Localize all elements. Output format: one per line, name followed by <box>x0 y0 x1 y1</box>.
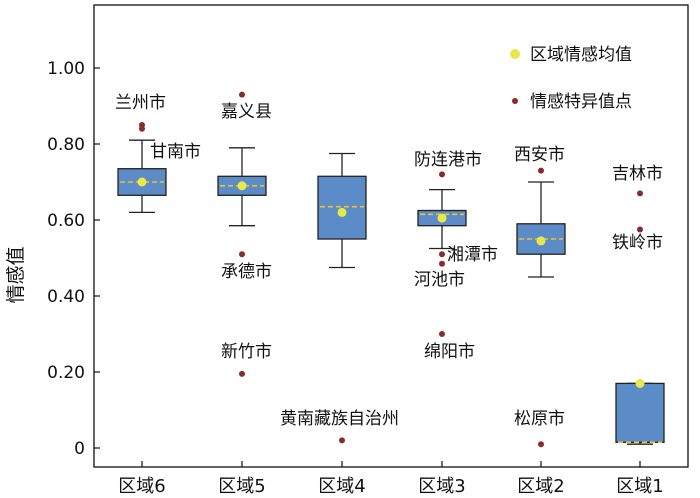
outlier-label: 防连港市 <box>414 150 482 170</box>
legend-outlier-label: 情感特异值点 <box>530 92 632 112</box>
outlier-label: 松原市 <box>514 409 565 429</box>
mean-marker <box>237 181 247 191</box>
outlier-label: 河池市 <box>414 270 465 290</box>
iqr-box <box>516 223 566 255</box>
outlier-label: 吉林市 <box>612 164 663 184</box>
outlier-label: 西安市 <box>514 145 565 165</box>
outlier-label: 绵阳市 <box>424 342 475 362</box>
outlier-label: 黄南藏族自治州 <box>280 409 399 429</box>
outlier-point <box>439 260 445 267</box>
legend-outlier-marker <box>512 98 518 104</box>
outlier-label: 嘉义县 <box>221 102 272 122</box>
plot-area-frame <box>93 4 689 468</box>
y-tick-label: 0.80 <box>47 135 85 155</box>
outlier-point <box>637 226 643 233</box>
outlier-point <box>637 190 643 197</box>
box-group <box>317 152 367 444</box>
outlier-label: 甘南市 <box>150 142 201 162</box>
outlier-point <box>139 125 145 132</box>
y-axis-label: 情感值 <box>5 246 27 303</box>
y-tick-label: 0.40 <box>47 287 85 307</box>
x-tick-label: 区域4 <box>318 476 365 497</box>
outlier-label: 兰州市 <box>115 93 166 113</box>
outlier-point <box>538 167 544 174</box>
outlier-label: 铁岭市 <box>612 233 663 253</box>
y-tick-label: 1.00 <box>47 59 85 79</box>
box-group <box>516 167 566 448</box>
mean-marker <box>137 177 147 187</box>
outlier-point <box>239 91 245 98</box>
x-tick-label: 区域3 <box>418 476 465 497</box>
outlier-label: 新竹市 <box>221 342 272 362</box>
y-tick-label: 0.60 <box>47 211 85 231</box>
outlier-point <box>538 441 544 448</box>
y-tick-label: 0 <box>74 439 85 459</box>
outlier-label: 湘潭市 <box>447 245 498 265</box>
outlier-point <box>439 171 445 178</box>
box-group <box>615 190 665 445</box>
outlier-point <box>439 331 445 337</box>
outlier-point <box>339 437 345 444</box>
mean-marker <box>635 378 645 388</box>
iqr-box <box>615 382 665 443</box>
outlier-point <box>439 251 445 258</box>
outlier-point <box>239 251 245 258</box>
x-tick-label: 区域1 <box>616 476 663 497</box>
box-group <box>217 91 267 377</box>
legend-mean-label: 区域情感均值 <box>530 45 632 65</box>
outlier-label: 承德市 <box>221 262 272 282</box>
legend-mean-marker <box>510 49 520 59</box>
x-tick-label: 区域5 <box>218 476 265 497</box>
x-tick-label: 区域2 <box>517 476 564 497</box>
legend: 区域情感均值 情感特异值点 <box>510 45 632 112</box>
box-group <box>417 171 467 337</box>
y-tick-label: 0.20 <box>47 363 85 383</box>
mean-marker <box>536 236 546 246</box>
mean-marker <box>437 213 447 223</box>
iqr-box <box>317 175 367 240</box>
outlier-point <box>239 370 245 377</box>
x-tick-label: 区域6 <box>118 476 165 497</box>
mean-marker <box>337 207 347 217</box>
box-group <box>117 122 167 214</box>
